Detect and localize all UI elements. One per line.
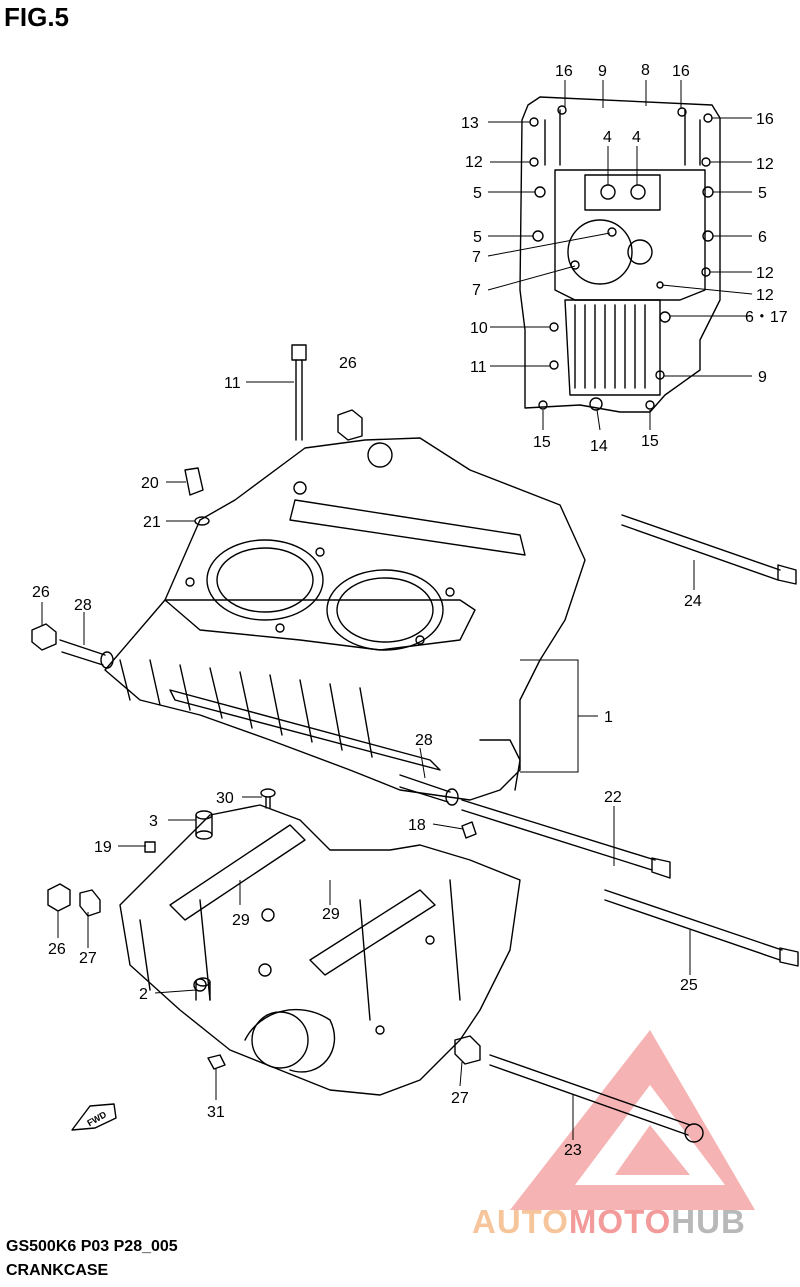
fitting-20 — [184, 467, 204, 496]
callout-4b: 4 — [632, 129, 641, 146]
callout-22: 22 — [604, 789, 622, 806]
jet-19 — [144, 841, 156, 853]
callout-9a: 9 — [598, 63, 607, 80]
watermark-part-hub: HUB — [671, 1203, 746, 1240]
callout-30: 30 — [216, 790, 234, 807]
callout-15b: 15 — [641, 433, 659, 450]
callout-4a: 4 — [603, 129, 612, 146]
callout-6: 6 — [758, 229, 767, 246]
cap-27-right — [454, 1035, 481, 1065]
lower-crankcase — [119, 804, 521, 1096]
callout-28a: 28 — [74, 597, 92, 614]
plug-31 — [207, 1054, 226, 1070]
callout-25: 25 — [680, 977, 698, 994]
fwd-label: FWD — [85, 1109, 108, 1128]
bolt-25 — [604, 889, 799, 967]
callout-7a: 7 — [472, 249, 481, 266]
nut-26-top — [337, 409, 363, 441]
watermark-logo — [510, 1030, 755, 1210]
callout-12b: 12 — [756, 156, 774, 173]
diagram-code: GS500K6 P03 P28_005 — [6, 1238, 178, 1255]
callout-14: 14 — [590, 438, 608, 455]
fitting-18 — [461, 821, 477, 839]
callout-5b: 5 — [758, 185, 767, 202]
watermark-part-moto: MOTO — [568, 1203, 672, 1240]
diagram-name: CRANKCASE — [6, 1262, 109, 1279]
callout-12c: 12 — [756, 265, 774, 282]
callout-11a: 11 — [470, 359, 487, 376]
callout-13: 13 — [461, 115, 479, 132]
callout-15a: 15 — [533, 434, 551, 451]
figure-title: FIG.5 — [4, 2, 70, 32]
bolt-22 — [461, 799, 671, 879]
callout-29a: 29 — [232, 912, 250, 929]
callout-27a: 27 — [79, 950, 97, 967]
oil-pan-view — [519, 96, 721, 413]
callout-16b: 16 — [672, 63, 690, 80]
callout-28b: 28 — [415, 732, 433, 749]
callout-7b: 7 — [472, 282, 481, 299]
screw-30 — [260, 788, 276, 809]
callout-20: 20 — [141, 475, 159, 492]
callout-27b: 27 — [451, 1090, 469, 1107]
callout-10: 10 — [470, 320, 488, 337]
callout-23: 23 — [564, 1142, 582, 1159]
callout-26c: 26 — [48, 941, 66, 958]
callout-24: 24 — [684, 593, 702, 610]
callout-29b: 29 — [322, 906, 340, 923]
fwd-arrow — [71, 1103, 117, 1131]
callout-6-17: 6・17 — [745, 309, 788, 326]
dowel-2 — [195, 977, 211, 1001]
callout-19: 19 — [94, 839, 112, 856]
callout-12d: 12 — [756, 287, 774, 304]
callout-labels: 16 9 8 16 13 16 12 12 4 4 5 5 5 6 7 12 7… — [32, 62, 788, 1159]
callout-3: 3 — [149, 813, 158, 830]
leader-lines — [41, 80, 753, 1140]
callout-5c: 5 — [473, 229, 482, 246]
watermark-part-auto: AUTO — [472, 1203, 569, 1240]
callout-12a: 12 — [465, 154, 483, 171]
callout-16a: 16 — [555, 63, 573, 80]
dowel-28-right — [399, 774, 459, 806]
bolt-24 — [621, 514, 797, 585]
callout-21: 21 — [143, 514, 161, 531]
cap-27-lower — [79, 889, 101, 917]
callout-26b: 26 — [32, 584, 50, 601]
callout-8: 8 — [641, 62, 650, 79]
callout-16c: 16 — [756, 111, 774, 128]
dowel-28-left — [59, 639, 114, 669]
nut-26-left — [31, 623, 57, 651]
callout-1: 1 — [604, 709, 613, 726]
callout-26a: 26 — [339, 355, 357, 372]
watermark-text: AUTOMOTOHUB — [472, 1203, 746, 1241]
callout-31: 31 — [207, 1104, 225, 1121]
callout-2: 2 — [139, 986, 148, 1003]
nut-26-lower — [47, 883, 71, 912]
upper-crankcase — [104, 437, 586, 801]
callout-11b: 11 — [224, 375, 241, 392]
bolt-11 — [291, 344, 307, 441]
callout-5a: 5 — [473, 185, 482, 202]
callout-18: 18 — [408, 817, 426, 834]
bolt-23 — [489, 1054, 704, 1143]
callout-9b: 9 — [758, 369, 767, 386]
dowel-3 — [195, 810, 213, 840]
